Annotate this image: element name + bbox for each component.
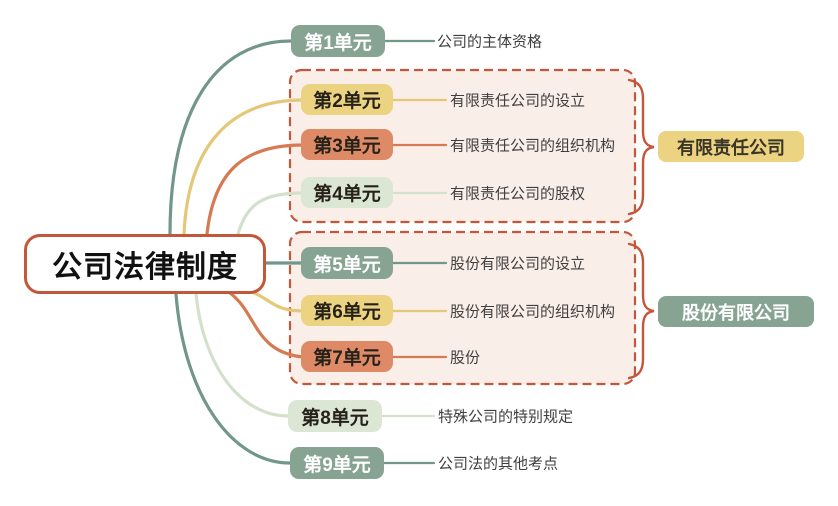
unit-topic-9[interactable]: 公司法的其他考点: [438, 455, 559, 473]
unit-node-4[interactable]: 第4单元: [301, 177, 393, 208]
group-label-limited-liability-company[interactable]: 有限责任公司: [658, 131, 804, 162]
unit-topic-7[interactable]: 股份: [450, 349, 481, 367]
unit-topic-4[interactable]: 有限责任公司的股权: [450, 185, 586, 203]
unit-node-1[interactable]: 第1单元: [291, 25, 385, 57]
group-label-joint-stock-company[interactable]: 股份有限公司: [658, 296, 814, 327]
root-topic[interactable]: 公司法律制度: [24, 234, 266, 294]
unit-topic-8[interactable]: 特殊公司的特别规定: [438, 408, 574, 426]
branch-curve-1: [168, 39, 293, 236]
branch-curve-7: [228, 291, 305, 359]
curly-brace-1: [627, 78, 655, 216]
unit-node-8[interactable]: 第8单元: [288, 400, 382, 432]
unit-node-2[interactable]: 第2单元: [301, 84, 393, 115]
unit-topic-2[interactable]: 有限责任公司的设立: [450, 92, 586, 110]
branch-curve-2: [182, 98, 305, 236]
branch-curve-6: [250, 290, 305, 313]
branch-curve-3: [205, 143, 305, 236]
unit-node-5[interactable]: 第5单元: [301, 247, 393, 279]
unit-topic-5[interactable]: 股份有限公司的设立: [450, 255, 586, 273]
unit-node-3[interactable]: 第3单元: [301, 129, 393, 160]
unit-node-9[interactable]: 第9单元: [290, 447, 384, 479]
unit-topic-3[interactable]: 有限责任公司的组织机构: [450, 137, 616, 155]
curly-brace-2: [627, 242, 655, 380]
unit-topic-1[interactable]: 公司的主体资格: [437, 33, 543, 51]
unit-topic-6[interactable]: 股份有限公司的组织机构: [450, 303, 616, 321]
unit-node-6[interactable]: 第6单元: [301, 295, 393, 326]
branch-curve-9: [174, 292, 292, 465]
branch-curve-8: [194, 292, 290, 418]
branch-curve-4: [236, 191, 305, 236]
unit-node-7[interactable]: 第7单元: [301, 341, 393, 372]
